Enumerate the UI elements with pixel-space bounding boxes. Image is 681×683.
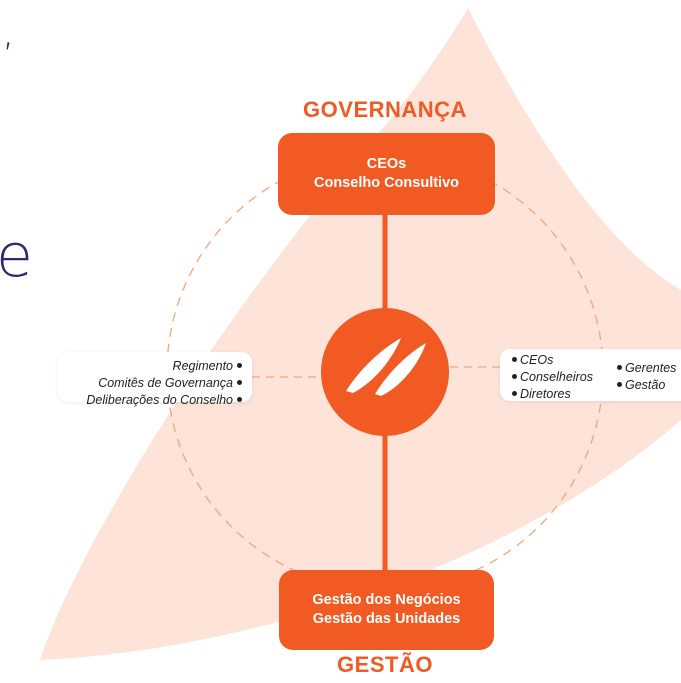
center-logo	[321, 308, 449, 436]
edge-comma: ,	[2, 9, 15, 55]
management-title: GESTÃO	[337, 652, 433, 677]
management-box-line-2: Gestão das Unidades	[312, 611, 461, 627]
governance-title: GOVERNANÇA	[303, 97, 467, 122]
left-list: Regimento Comitês de Governança Delibera…	[86, 358, 242, 409]
list-item: Gestão	[617, 377, 676, 394]
list-item: Comitês de Governança	[86, 375, 242, 392]
governance-box-line-1: CEOs	[366, 156, 407, 172]
list-item: Conselheiros	[512, 369, 593, 386]
right-list-1: CEOs Conselheiros Diretores	[512, 352, 593, 403]
edge-letter: e	[0, 221, 33, 291]
brand-logo-icon	[346, 338, 426, 396]
right-info-card: CEOs Conselheiros Diretores Gerentes Ges…	[500, 349, 681, 401]
list-item: Regimento	[86, 358, 242, 375]
list-item: Gerentes	[617, 360, 676, 377]
left-info-card: Regimento Comitês de Governança Delibera…	[58, 352, 252, 407]
list-item: CEOs	[512, 352, 593, 369]
governance-box: CEOs Conselho Consultivo	[278, 133, 495, 215]
list-item: Deliberações do Conselho	[86, 392, 242, 409]
governance-box-line-2: Conselho Consultivo	[314, 175, 459, 191]
management-box-line-1: Gestão dos Negócios	[312, 592, 461, 608]
list-item: Diretores	[512, 386, 593, 403]
center-circle	[321, 308, 449, 436]
right-list-2: Gerentes Gestão	[617, 360, 676, 394]
management-box: Gestão dos Negócios Gestão das Unidades	[279, 570, 494, 650]
